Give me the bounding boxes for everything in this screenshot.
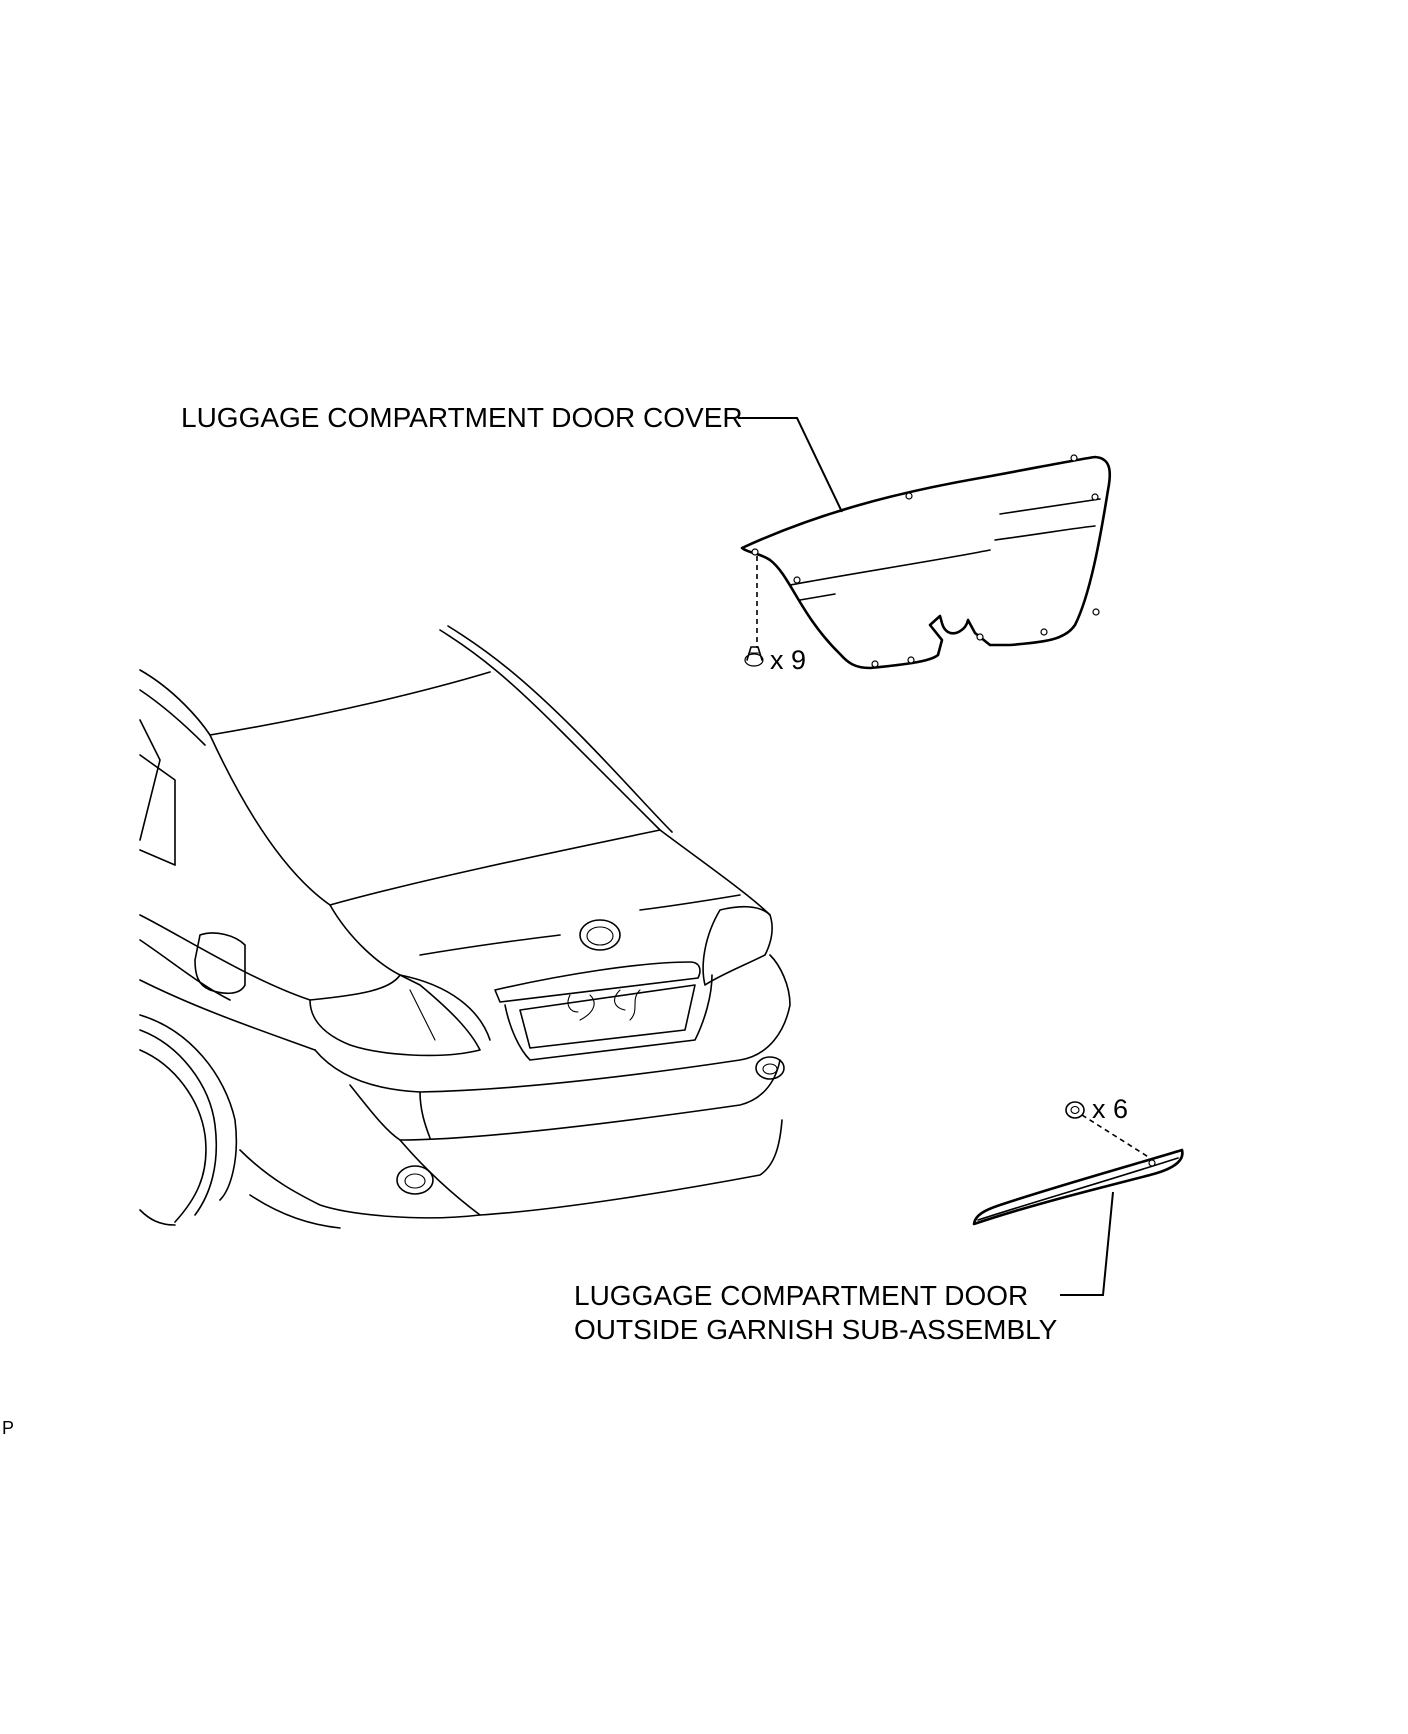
door-cover-callout: LUGGAGE COMPARTMENT DOOR COVER <box>181 402 843 513</box>
clip-icon <box>744 646 764 667</box>
garnish-leader <box>1060 1191 1114 1296</box>
cover-clip-quantity: x 9 <box>770 645 806 675</box>
garnish-label-line2: OUTSIDE GARNISH SUB-ASSEMBLY <box>574 1314 1058 1345</box>
garnish-nut-quantity: x 6 <box>1092 1094 1128 1124</box>
door-cover-part <box>740 454 1112 670</box>
page-code: P <box>2 1418 14 1438</box>
garnish-label-line1: LUGGAGE COMPARTMENT DOOR <box>574 1280 1028 1311</box>
vehicle-outline <box>139 625 791 1229</box>
nut-icon <box>1065 1101 1085 1119</box>
door-cover-label: LUGGAGE COMPARTMENT DOOR COVER <box>181 402 743 433</box>
garnish-callout: LUGGAGE COMPARTMENT DOOR OUTSIDE GARNISH… <box>574 1191 1114 1345</box>
garnish-part <box>972 1148 1184 1226</box>
cover-clip-group: x 9 <box>744 556 806 675</box>
door-cover-leader <box>738 417 843 513</box>
garnish-nut-group: x 6 <box>1065 1094 1151 1159</box>
